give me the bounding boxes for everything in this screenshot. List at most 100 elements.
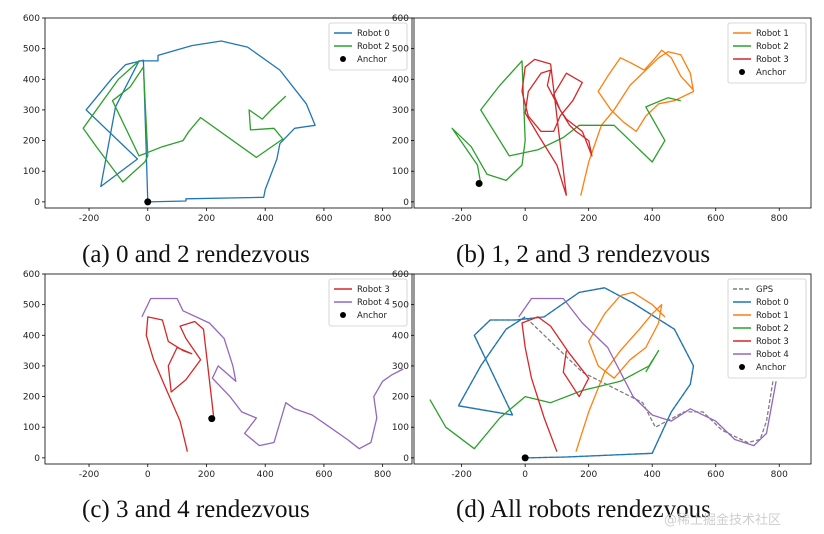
axes-frame: [413, 273, 812, 465]
y-tick-label: 600: [392, 270, 409, 280]
series-robot-2: [429, 349, 660, 450]
y-tick-label: 300: [392, 362, 409, 372]
anchor-point: [144, 198, 152, 206]
legend-label: Robot 1: [756, 311, 789, 321]
series-robot-0: [457, 287, 695, 459]
x-tick-label: 800: [771, 214, 788, 224]
legend-label: Robot 4: [357, 298, 390, 308]
x-tick-label: 200: [580, 470, 597, 480]
series-robot-1: [580, 49, 695, 196]
legend-label: Robot 3: [357, 285, 390, 295]
x-tick-label: 200: [198, 470, 215, 480]
y-tick-label: 500: [392, 301, 409, 311]
series-robot-3: [521, 316, 590, 452]
series-robot-3: [145, 316, 215, 452]
y-tick-label: 600: [23, 14, 40, 24]
panel-b: (b) 1, 2 and 3 rendezvous -200 0 200 400 600…: [392, 14, 812, 268]
anchor-point: [521, 454, 529, 462]
series-robot-0: [85, 40, 316, 203]
legend-label: GPS: [756, 285, 773, 295]
legend-label: Robot 2: [357, 42, 390, 52]
x-tick-label: 0: [145, 470, 151, 480]
y-tick-label: 400: [392, 331, 409, 341]
x-tick-label: -200: [79, 470, 100, 480]
y-tick-label: 100: [23, 423, 40, 433]
caption-a: (a) 0 and 2 rendezvous: [82, 241, 310, 268]
series-robot-3: [521, 58, 593, 196]
caption-d: (d) All robots rendezvous: [456, 496, 711, 523]
y-tick-label: 400: [392, 75, 409, 85]
y-tick-label: 400: [23, 331, 40, 341]
y-tick-label: 200: [392, 393, 409, 403]
y-tick-label: 300: [23, 362, 40, 372]
legend-marker: [739, 364, 745, 370]
x-tick-label: 600: [707, 470, 724, 480]
caption-b: (b) 1, 2 and 3 rendezvous: [456, 241, 710, 268]
y-tick-label: 100: [392, 167, 409, 177]
axes-frame: [413, 17, 812, 209]
caption-c: (c) 3 and 4 rendezvous: [82, 496, 310, 523]
legend-label: Robot 1: [756, 29, 789, 39]
legend-box: [328, 278, 408, 327]
y-tick-label: 0: [403, 198, 409, 208]
y-tick-label: 200: [23, 137, 40, 147]
y-tick-label: 0: [34, 198, 40, 208]
x-tick-label: -200: [451, 214, 472, 224]
x-tick-label: 200: [198, 214, 215, 224]
y-tick-label: 600: [23, 270, 40, 280]
y-tick-label: 500: [392, 45, 409, 55]
y-tick-label: 300: [392, 106, 409, 116]
legend-label: Robot 3: [756, 337, 789, 347]
y-tick-label: 200: [392, 137, 409, 147]
legend-marker: [739, 69, 745, 75]
legend-label: Robot 4: [756, 350, 789, 360]
y-tick-label: 500: [23, 45, 40, 55]
legend-label: Anchor: [756, 363, 786, 373]
x-tick-label: 400: [644, 470, 661, 480]
series-robot-2: [451, 60, 681, 184]
x-tick-label: 400: [257, 214, 274, 224]
legend-marker: [340, 56, 346, 62]
x-tick-label: 400: [257, 470, 274, 480]
y-tick-label: 300: [23, 106, 40, 116]
axes-frame: [44, 17, 413, 209]
x-tick-label: 200: [580, 214, 597, 224]
panel-a: (a) 0 and 2 rendezvous -200 0 200 400 600 800…: [23, 14, 413, 268]
y-tick-label: 600: [392, 14, 409, 24]
x-tick-label: 800: [374, 470, 391, 480]
y-tick-label: 200: [23, 393, 40, 403]
x-tick-label: 800: [374, 214, 391, 224]
legend-label: Anchor: [357, 311, 387, 321]
axes-frame: [44, 273, 413, 465]
y-tick-label: 0: [34, 454, 40, 464]
legend-label: Robot 3: [756, 55, 789, 65]
anchor-point: [475, 179, 483, 187]
legend-label: Robot 0: [357, 29, 390, 39]
series-robot-4: [141, 297, 404, 450]
x-tick-label: -200: [79, 214, 100, 224]
y-tick-label: 100: [392, 423, 409, 433]
legend-label: Robot 0: [756, 298, 789, 308]
legend-label: Anchor: [357, 55, 387, 65]
legend-box: [727, 22, 807, 84]
watermark: @稀土掘金技术社区: [664, 512, 781, 528]
series-robot-1: [575, 291, 666, 452]
series-robot-4: [518, 297, 777, 447]
x-tick-label: 600: [315, 470, 332, 480]
series-gps: [457, 287, 774, 459]
legend-label: Anchor: [756, 68, 786, 78]
x-tick-label: 0: [145, 214, 151, 224]
series-robot-2: [82, 60, 287, 183]
x-tick-label: 400: [644, 214, 661, 224]
x-tick-label: 800: [771, 470, 788, 480]
y-tick-label: 100: [23, 167, 40, 177]
anchor-point: [208, 415, 216, 423]
y-tick-label: 500: [23, 301, 40, 311]
legend-label: Robot 2: [756, 42, 789, 52]
legend-box: [328, 22, 408, 71]
x-tick-label: -200: [451, 470, 472, 480]
panel-c: (c) 3 and 4 rendezvous -200 0 200 400 600 800…: [23, 270, 413, 523]
x-tick-label: 0: [522, 214, 528, 224]
x-tick-label: 0: [522, 470, 528, 480]
